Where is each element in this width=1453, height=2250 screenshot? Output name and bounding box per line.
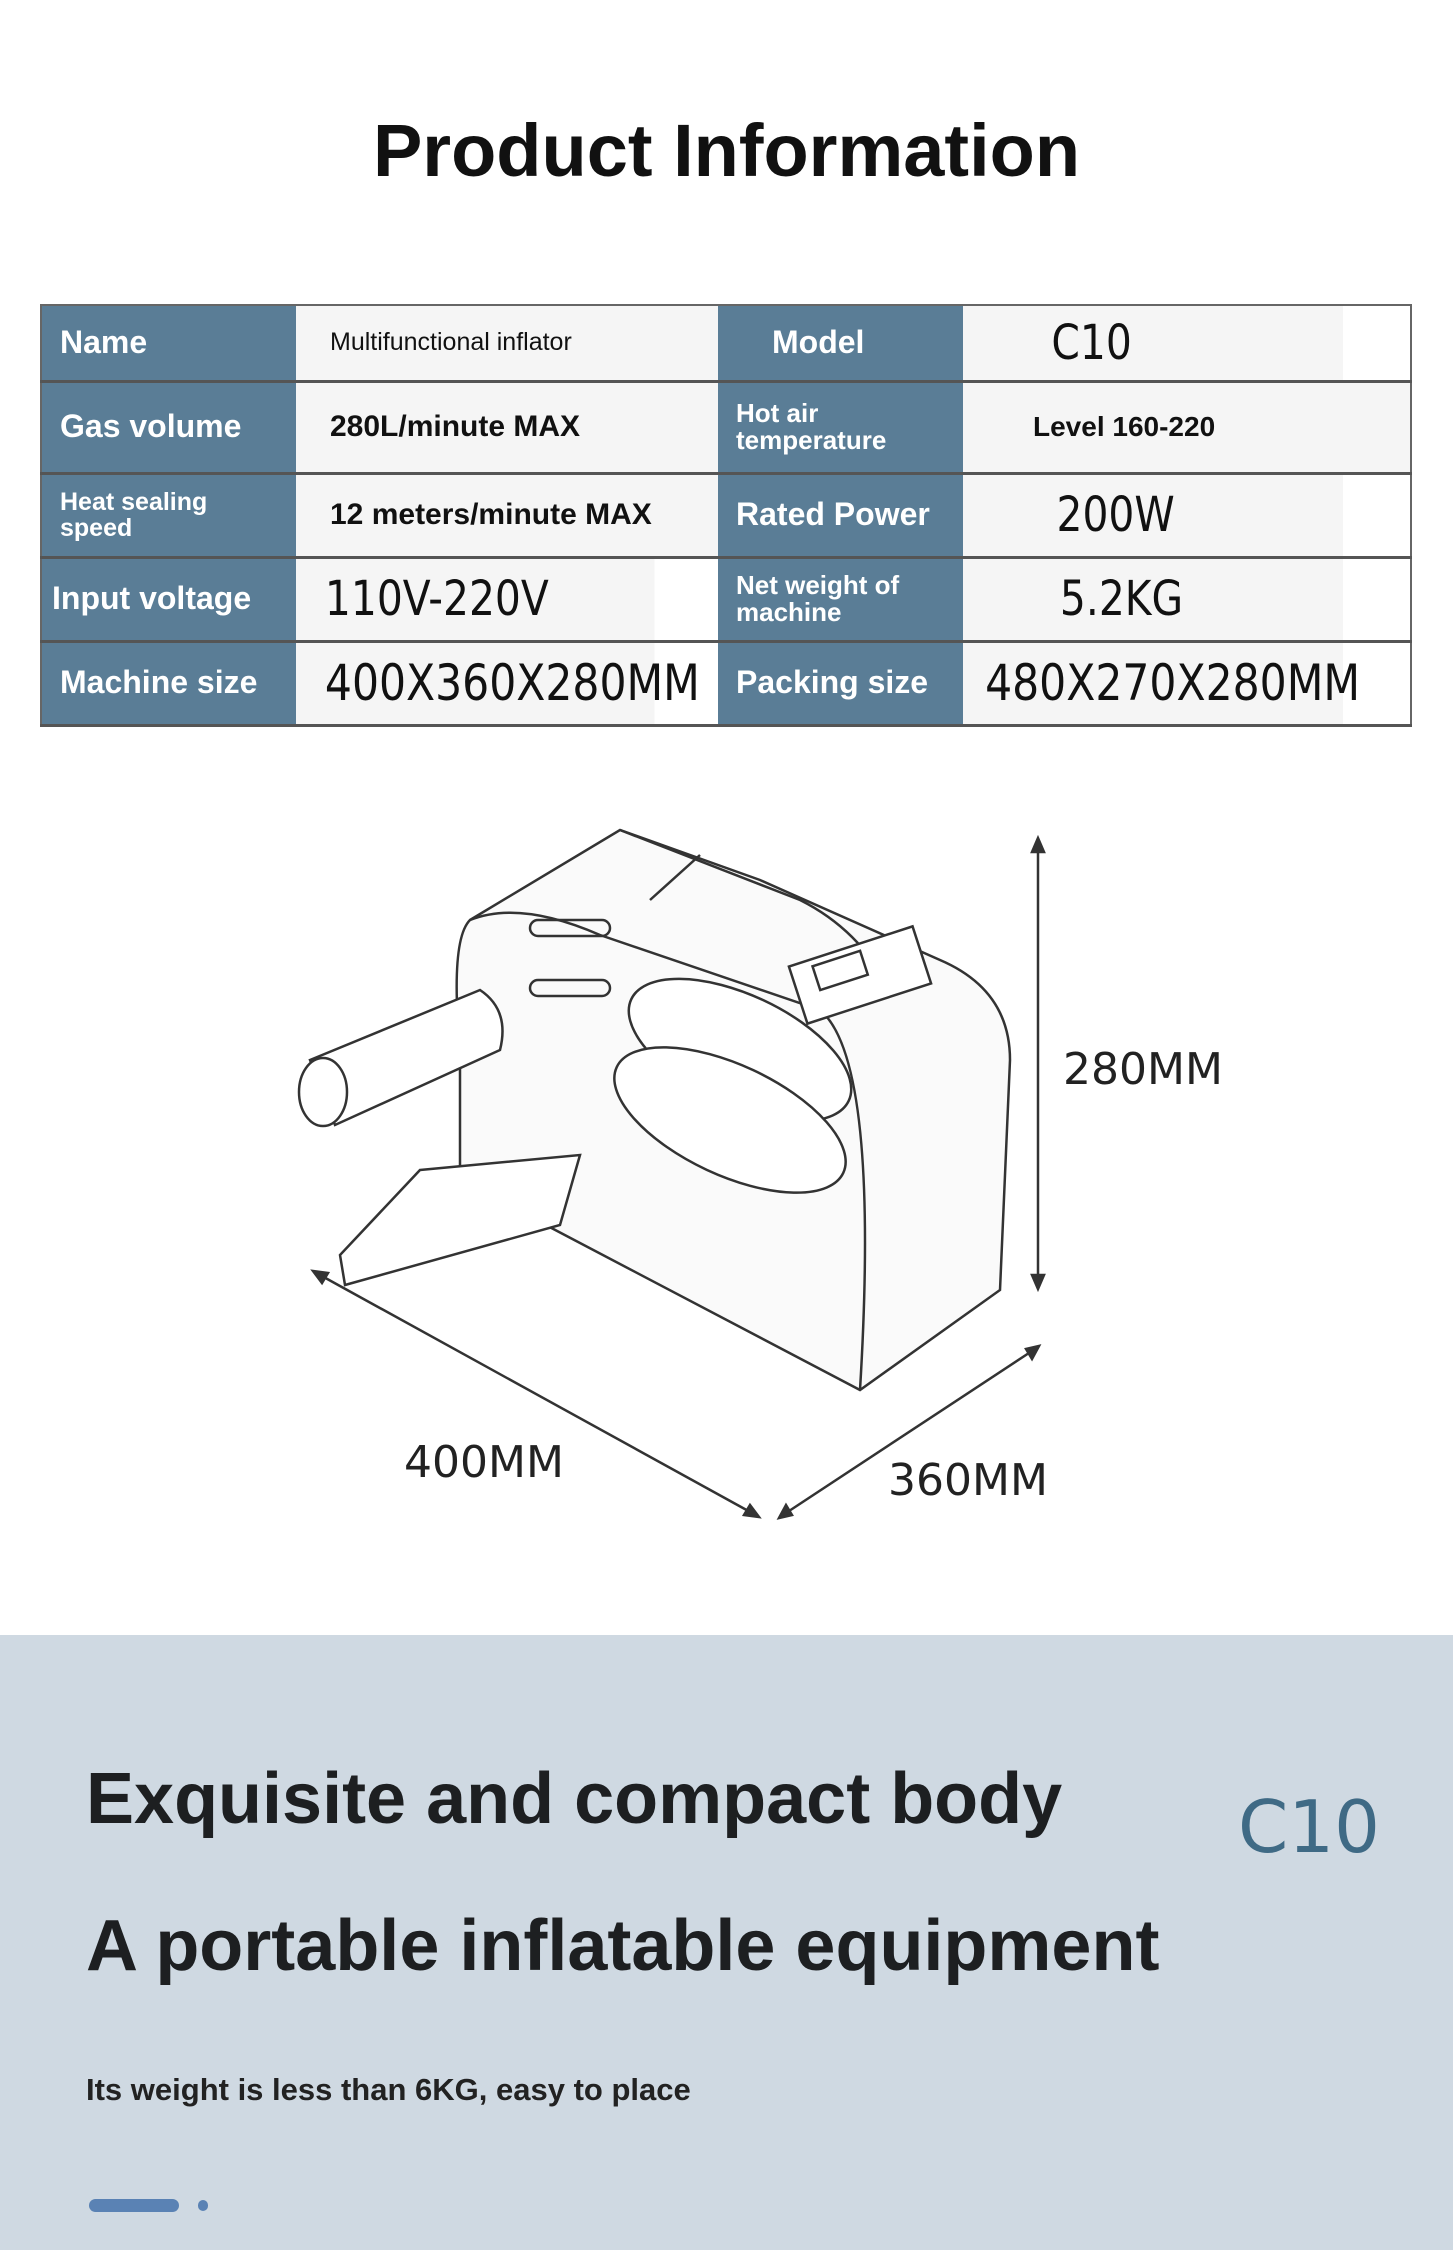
spec-value: 400X360X280MM <box>296 641 700 727</box>
table-row: Gas volume 280L/minute MAX Hot air tempe… <box>41 381 1411 475</box>
feature-subheading: A portable inflatable equipment <box>86 1906 1160 1986</box>
spec-label: Model <box>718 305 963 383</box>
spec-value: 110V-220V <box>296 557 655 643</box>
spec-label: Packing size <box>718 641 963 727</box>
table-row: Heat sealing speed 12 meters/minute MAX … <box>41 473 1411 559</box>
spec-label: Input voltage <box>41 557 296 643</box>
spec-label: Hot air temperature <box>718 381 963 475</box>
machine-drawing <box>297 828 1046 1520</box>
spec-value: C10 <box>963 305 1344 383</box>
feature-description: Its weight is less than 6KG, easy to pla… <box>86 2072 691 2107</box>
model-label: C10 <box>1238 1785 1380 1869</box>
spec-value: 12 meters/minute MAX <box>296 473 718 559</box>
spec-label: Heat sealing speed <box>41 473 296 559</box>
height-dimension-label: 280MM <box>1063 1044 1223 1095</box>
spec-label: Gas volume <box>41 381 296 475</box>
table-row: Machine size 400X360X280MM Packing size … <box>41 641 1411 727</box>
page-title: Product Information <box>372 109 1081 192</box>
spec-value: Multifunctional inflator <box>296 305 718 383</box>
length-dimension-label: 400MM <box>404 1437 564 1488</box>
spec-label: Net weight of machine <box>718 557 963 643</box>
width-dimension-label: 360MM <box>888 1455 1048 1506</box>
spec-label: Name <box>41 305 296 383</box>
feature-heading: Exquisite and compact body <box>86 1759 1063 1839</box>
carousel-indicator-active[interactable] <box>89 2199 179 2212</box>
spec-label: Rated Power <box>718 473 963 559</box>
spec-value: 480X270X280MM <box>963 641 1360 727</box>
table-row: Input voltage 110V-220V Net weight of ma… <box>41 557 1411 643</box>
spec-value: 280L/minute MAX <box>296 381 718 475</box>
machine-outline <box>297 828 1012 1392</box>
dimension-arrows <box>310 834 1046 1520</box>
feature-banner <box>0 1635 1453 2250</box>
spec-label: Machine size <box>41 641 296 727</box>
spec-value: Level 160-220 <box>963 381 1411 475</box>
spec-table: Name Multifunctional inflator Model C10 … <box>40 304 1412 727</box>
carousel-indicator[interactable] <box>198 2200 208 2211</box>
table-row: Name Multifunctional inflator Model C10 <box>41 305 1411 383</box>
spec-value: 5.2KG <box>963 557 1344 643</box>
spec-value: 200W <box>963 473 1344 559</box>
